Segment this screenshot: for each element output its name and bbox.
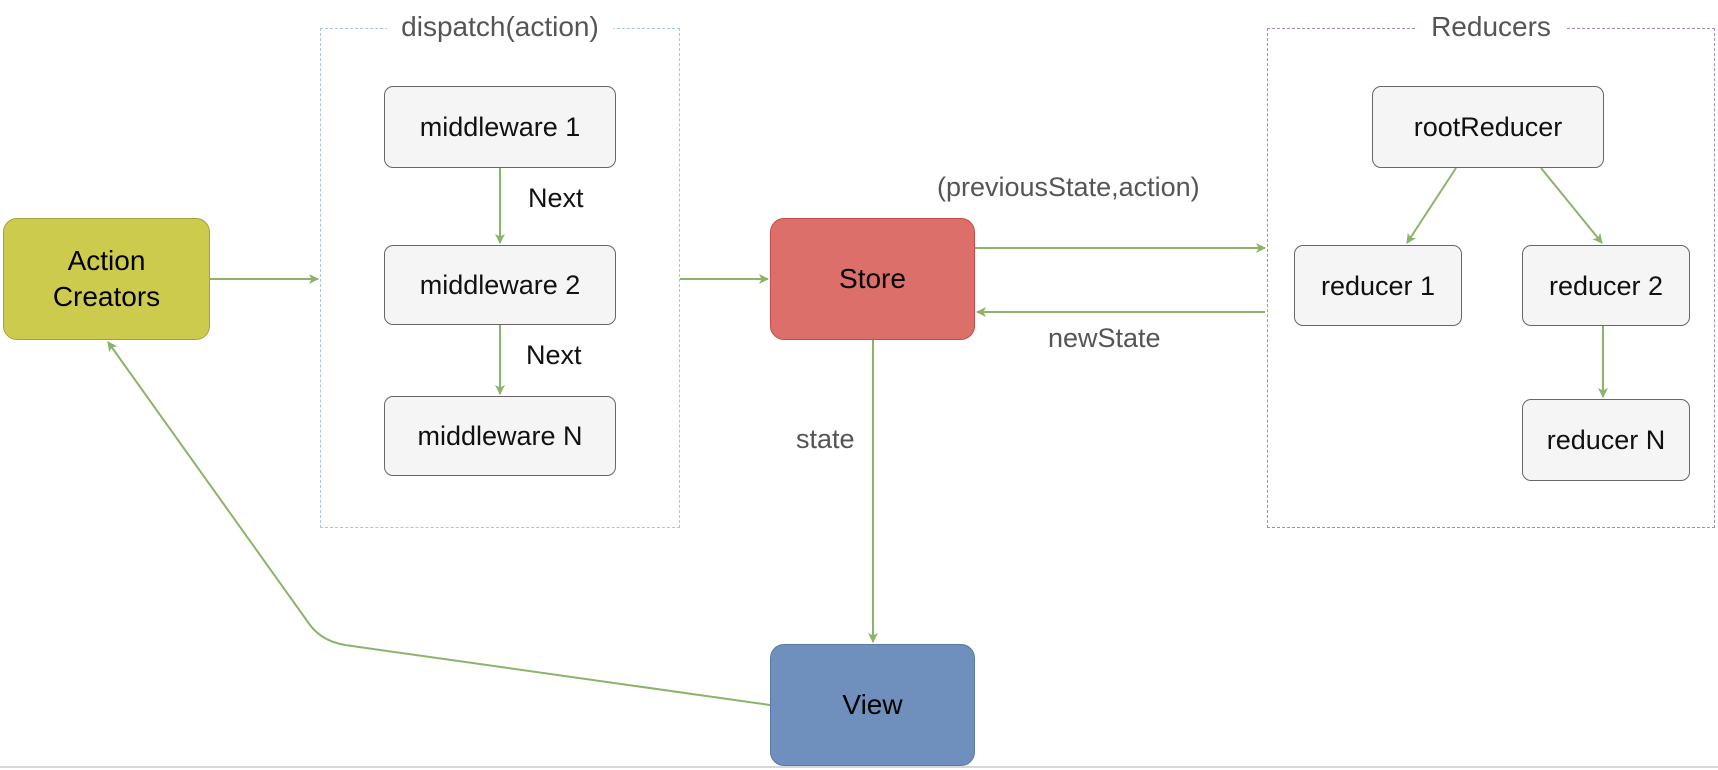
next-label-2: Next	[526, 340, 582, 370]
reducer-n-label: reducer N	[1546, 425, 1666, 455]
previous-state-action-label: (previousState,action)	[937, 172, 1200, 202]
middleware-1-node: middleware 1	[384, 86, 616, 168]
state-label: state	[796, 424, 855, 454]
store-node: Store	[770, 218, 975, 340]
new-state-label: newState	[1048, 323, 1161, 353]
store-label: Store	[839, 263, 906, 294]
reducer-2-node: reducer 2	[1522, 245, 1690, 326]
reducer-2-label: reducer 2	[1548, 270, 1664, 301]
view-label: View	[842, 689, 903, 720]
bottom-divider	[0, 766, 1718, 768]
edge-root-to-reducer2	[1540, 167, 1603, 244]
action-creators-label-line1: Action	[67, 245, 146, 276]
edge-root-to-reducer1	[1406, 167, 1457, 244]
view-node: View	[770, 644, 975, 766]
reducer-1-node: reducer 1	[1294, 245, 1462, 326]
middleware-1-label: middleware 1	[419, 112, 581, 142]
middleware-n-node: middleware N	[384, 396, 616, 476]
dispatch-group-title: dispatch(action)	[387, 11, 613, 43]
next-label-1: Next	[528, 183, 584, 213]
middleware-n-label: middleware N	[417, 421, 583, 451]
reducers-group: Reducers	[1267, 11, 1715, 528]
middleware-2-label: middleware 2	[419, 270, 581, 300]
reducer-1-label: reducer 1	[1320, 270, 1436, 301]
dispatch-group: dispatch(action)	[320, 11, 680, 528]
middleware-2-node: middleware 2	[384, 245, 616, 325]
reducers-group-title: Reducers	[1417, 11, 1565, 43]
root-reducer-label: rootReducer	[1413, 112, 1563, 142]
root-reducer-node: rootReducer	[1372, 86, 1604, 168]
reducer-n-node: reducer N	[1522, 399, 1690, 481]
edge-view-to-action-creators	[107, 341, 771, 706]
action-creators-label-line2: Creators	[52, 281, 161, 312]
action-creators-node: Action Creators	[3, 218, 210, 340]
